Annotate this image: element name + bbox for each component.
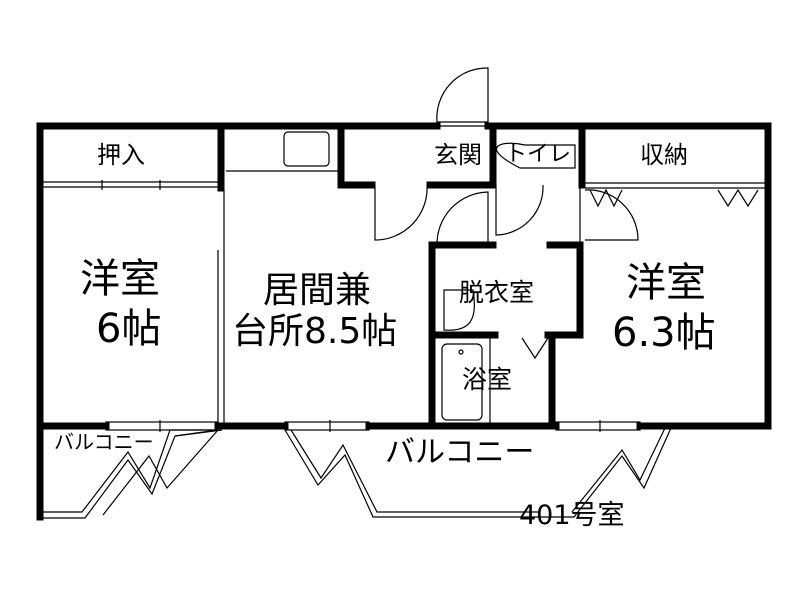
room-label-oshiire: 押入 xyxy=(97,141,145,169)
room-size-western-right: 6.3帖 xyxy=(612,310,716,356)
room-label-living: 居間兼 xyxy=(263,270,372,311)
balcony-label-large: バルコニー xyxy=(385,435,535,470)
room-label-entrance: 玄関 xyxy=(434,141,482,169)
room-label-dressing: 脱衣室 xyxy=(459,278,535,307)
room-label-toilet: トイレ xyxy=(505,142,572,167)
walls xyxy=(36,122,772,521)
thin-lines xyxy=(40,67,768,519)
room-label-storage: 収納 xyxy=(640,141,688,169)
balcony-label-small: バルコニー xyxy=(54,430,154,454)
room-size-western-left: 6帖 xyxy=(96,306,162,352)
unit-number-label: 401号室 xyxy=(519,500,625,531)
room-size-living: 台所8.5帖 xyxy=(232,311,398,352)
room-label-bath: 浴室 xyxy=(462,365,513,394)
room-label-western-right: 洋室 xyxy=(626,260,706,306)
room-label-western-left: 洋室 xyxy=(80,256,160,302)
